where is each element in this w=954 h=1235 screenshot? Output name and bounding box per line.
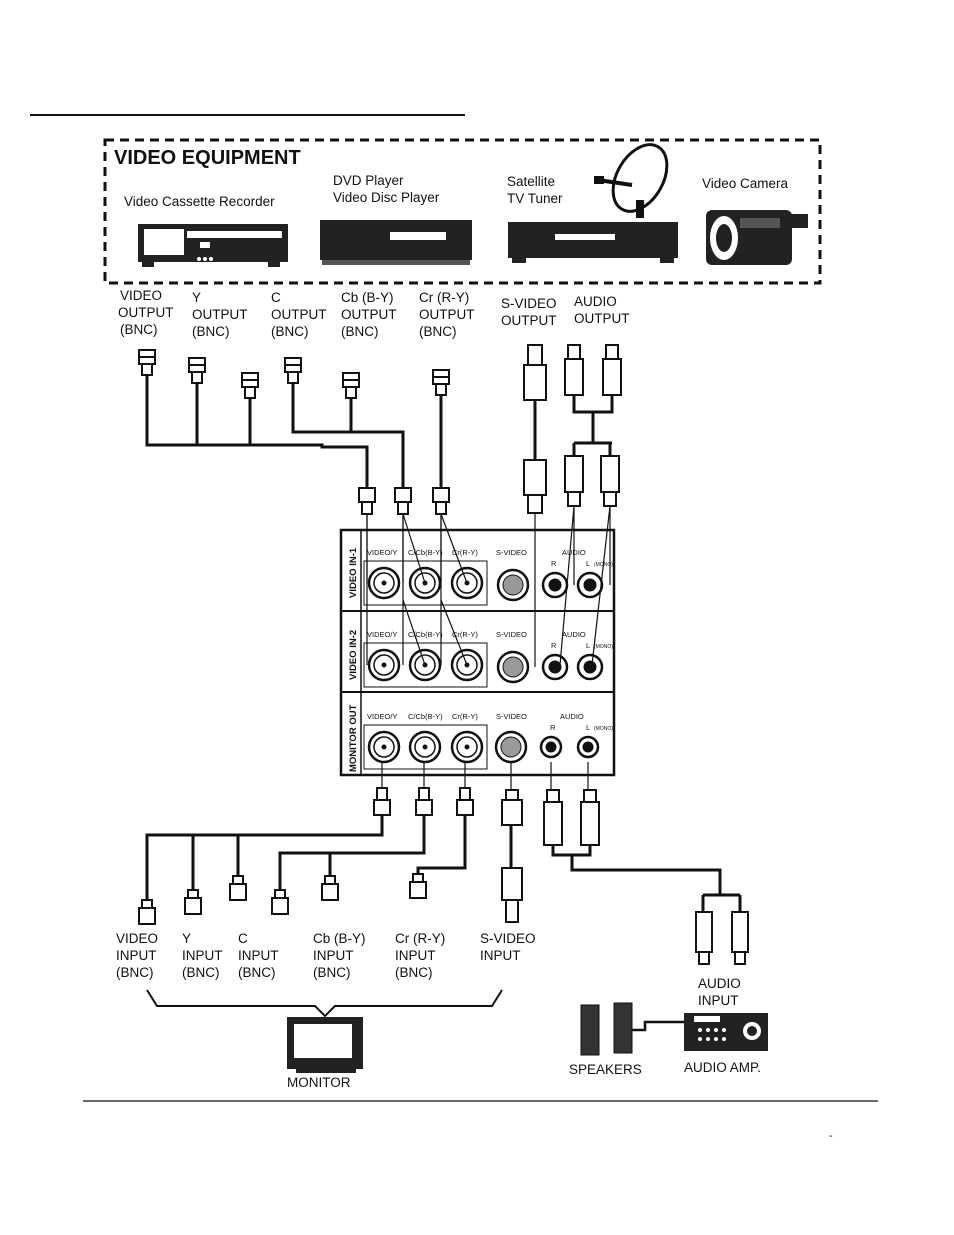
monitor-icon [287, 1017, 363, 1073]
device-vcr-label: Video Cassette Recorder [124, 194, 275, 209]
rca-plug [580, 789, 600, 846]
port-label-svideo: S-VIDEO [496, 712, 527, 721]
port-label-r: R [551, 641, 557, 650]
upper-cables [145, 375, 614, 492]
port-label-l: L [586, 641, 590, 650]
port-label-cb: C/Cb(B-Y) [408, 630, 443, 639]
bnc-plug [138, 349, 156, 376]
dvd-player-icon [320, 220, 472, 265]
svideo-plug [501, 789, 523, 826]
port-label-mono: (MONO) [594, 644, 613, 650]
port-label-audio: AUDIO [560, 712, 584, 721]
port-label-r: R [551, 559, 557, 568]
svideo-plug [501, 867, 523, 923]
rca-plug [695, 911, 713, 965]
bnc-plug [342, 372, 360, 399]
lower-plugs [138, 787, 749, 965]
panel-row-monitor-out: MONITOR OUT VIDEO/Y C/Cb(B-Y) Cr(R-Y) S-… [348, 704, 613, 772]
upper-svideo-rca-plugs [523, 344, 622, 514]
port-label-svideo: S-VIDEO [496, 630, 527, 639]
equipment-box [103, 138, 822, 285]
bnc-plug [229, 875, 247, 901]
port-label-cr: Cr(R-Y) [452, 630, 478, 639]
bnc-plug [184, 889, 202, 915]
port-label-l: L [586, 723, 590, 732]
audio-amp-icon [684, 1013, 768, 1051]
satellite-tuner-icon [508, 143, 678, 263]
row-title: MONITOR OUT [348, 704, 359, 772]
bnc-plug [456, 787, 474, 816]
port-label-cr: Cr(R-Y) [452, 712, 478, 721]
footer-mark: - [829, 1130, 833, 1142]
port-label-cr: Cr(R-Y) [452, 548, 478, 557]
mon-cb-input-label: Cb (B-Y)INPUT(BNC) [313, 931, 366, 980]
bnc-plug [284, 357, 302, 384]
bnc-plug [415, 787, 433, 816]
mon-cr-input-label: Cr (R-Y)INPUT(BNC) [395, 931, 445, 980]
port-label-video-y: VIDEO/Y [367, 548, 397, 557]
bnc-plug [188, 357, 206, 384]
rca-plug [600, 455, 620, 507]
bnc-plug [138, 899, 156, 925]
rca-plug [602, 344, 622, 396]
equipment-title: VIDEO EQUIPMENT [114, 147, 301, 169]
src-cb-output-label: Cb (B-Y)OUTPUT(BNC) [341, 290, 397, 339]
bnc-plug [409, 873, 427, 899]
svideo-plug [523, 344, 547, 401]
device-camera-label: Video Camera [702, 176, 789, 191]
rca-plug [543, 789, 563, 846]
panel-row-video-in-1: VIDEO IN-1 VIDEO/Y C/Cb(B-Y) Cr(R-Y) S-V… [348, 547, 613, 606]
bnc-plug [321, 875, 339, 901]
bnc-plug [432, 369, 450, 396]
lower-cables [145, 815, 742, 912]
rca-plug [564, 455, 584, 507]
port-label-mono: (MONO) [594, 726, 613, 732]
audio-amp-label: AUDIO AMP. [684, 1060, 761, 1075]
bnc-plug [271, 889, 289, 915]
signal-lines [366, 505, 611, 790]
port-label-audio: AUDIO [562, 630, 586, 639]
port-label-cb: C/Cb(B-Y) [408, 548, 443, 557]
row-title: VIDEO IN-1 [348, 547, 359, 598]
upper-bnc-plugs [138, 349, 450, 515]
bnc-plug [241, 372, 259, 399]
port-label-l: L [586, 559, 590, 568]
bnc-plug [394, 487, 412, 515]
rca-plug [564, 344, 584, 396]
port-label-svideo: S-VIDEO [496, 548, 527, 557]
src-cr-output-label: Cr (R-Y)OUTPUT(BNC) [419, 290, 475, 339]
port-label-r: R [550, 723, 556, 732]
speakers-icon [580, 1002, 684, 1056]
rca-plug [731, 911, 749, 965]
monitor-brace [146, 989, 503, 1018]
video-camera-icon [706, 210, 808, 265]
bnc-plug [432, 487, 450, 515]
vcr-icon [138, 224, 288, 267]
panel-row-video-in-2: VIDEO IN-2 VIDEO/Y C/Cb(B-Y) Cr(R-Y) S-V… [348, 630, 613, 688]
row-title: VIDEO IN-2 [348, 630, 359, 680]
svideo-plug [523, 459, 547, 514]
bnc-plug [373, 787, 391, 816]
bnc-plug [358, 487, 376, 515]
port-label-video-y: VIDEO/Y [367, 712, 397, 721]
speakers-label: SPEAKERS [569, 1062, 642, 1077]
monitor-label: MONITOR [287, 1075, 351, 1090]
port-label-video-y: VIDEO/Y [367, 630, 397, 639]
port-label-cb: C/Cb(B-Y) [408, 712, 443, 721]
